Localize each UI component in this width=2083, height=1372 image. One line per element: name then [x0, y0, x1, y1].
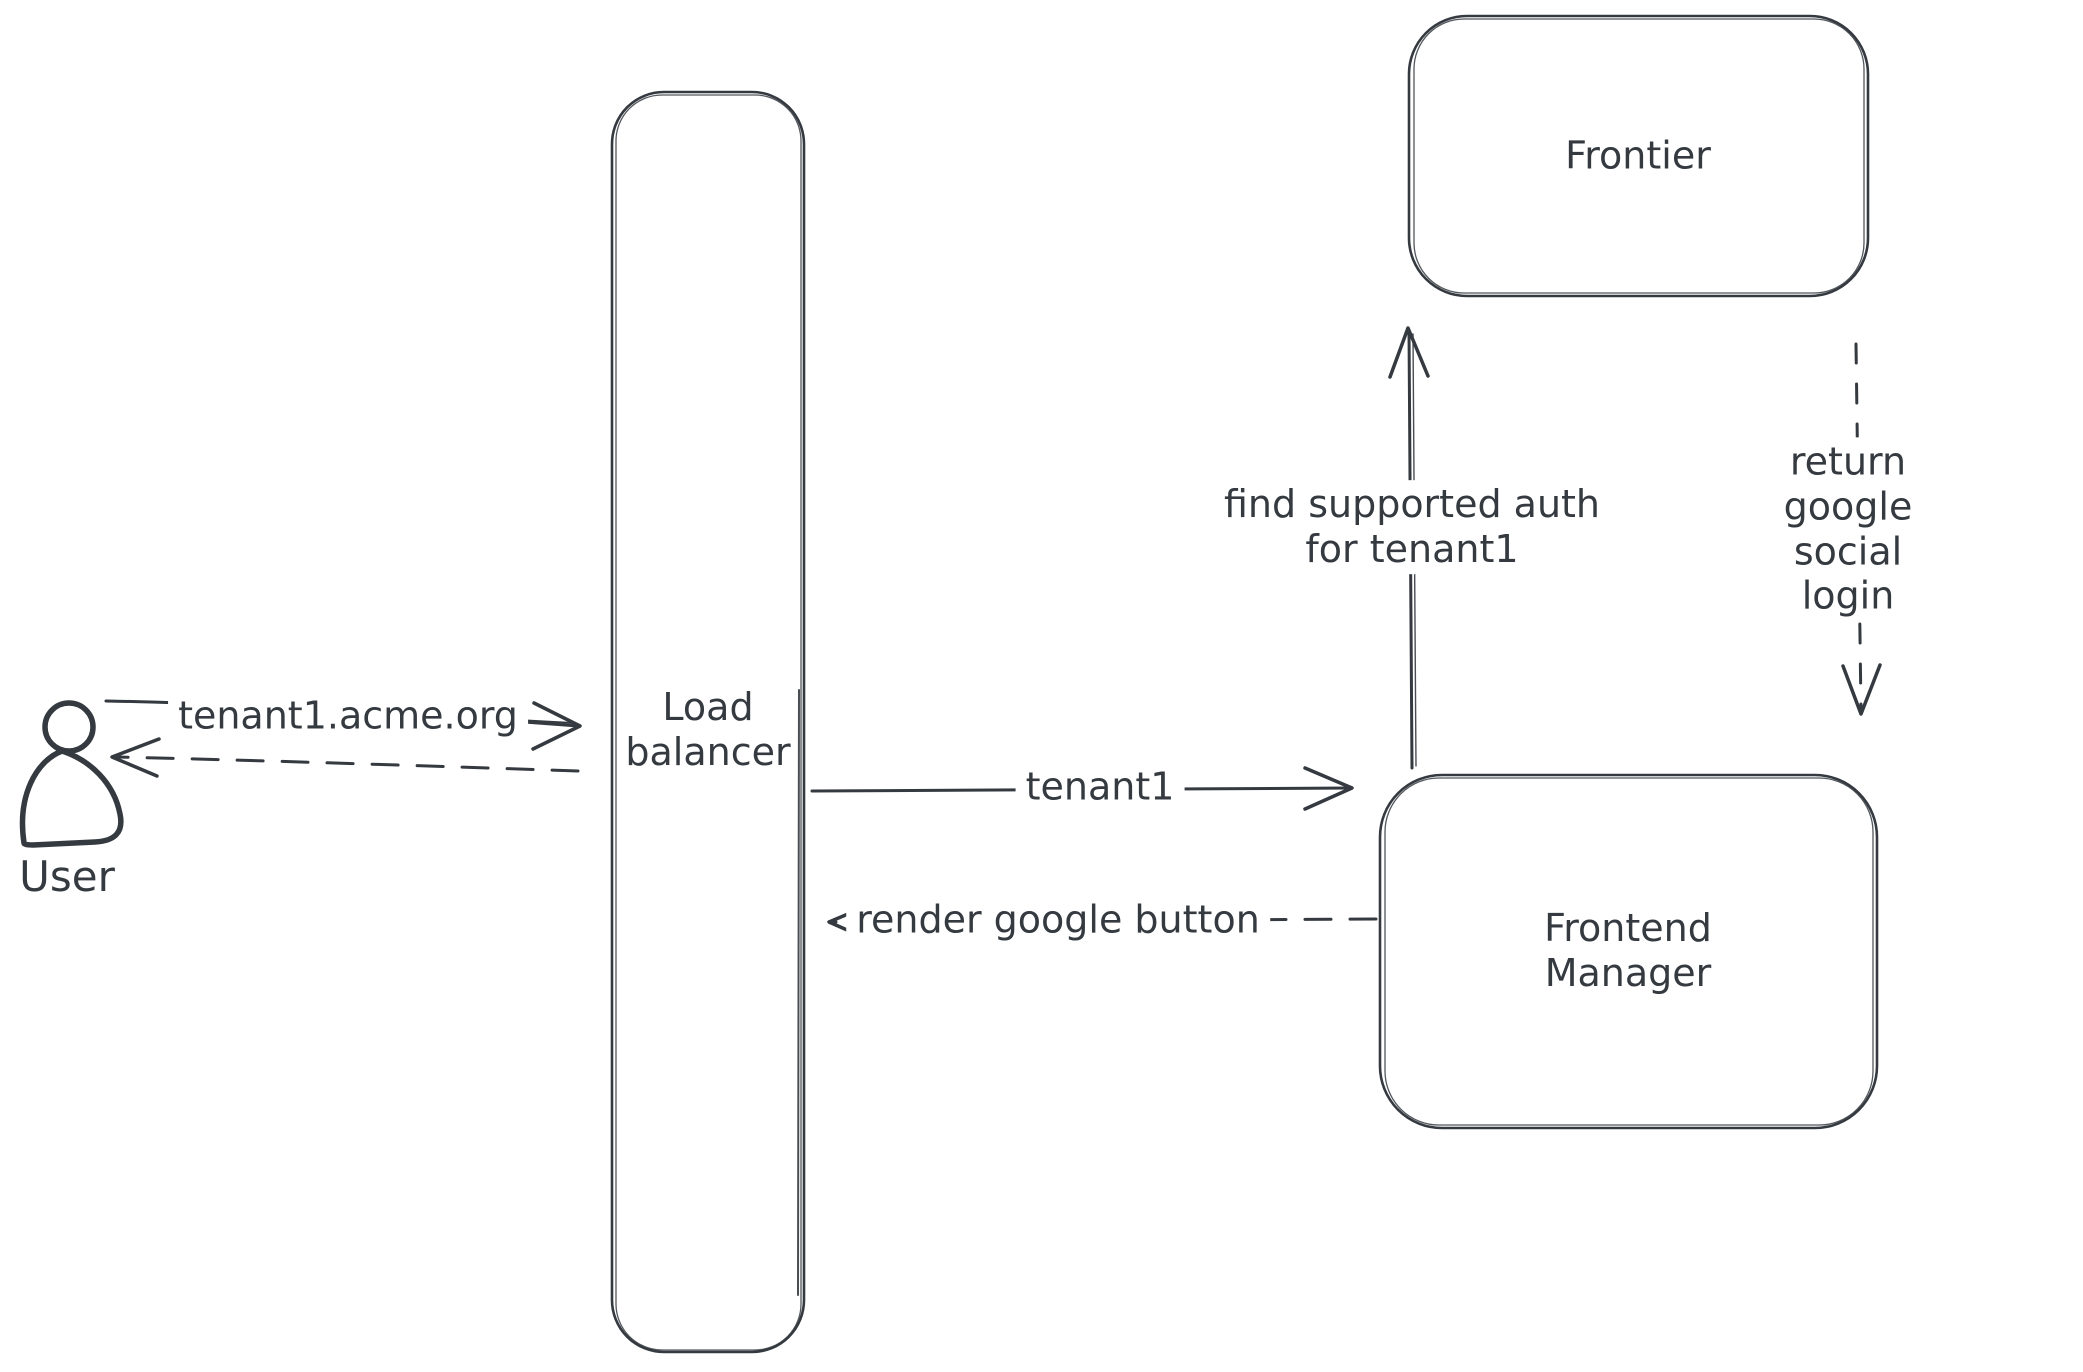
edge-label-render-button: render google button	[846, 895, 1270, 945]
frontend-manager-label: Frontend Manager	[1544, 906, 1712, 995]
user-icon	[19, 700, 124, 848]
edge-label-return-login: return google social login	[1730, 437, 1966, 621]
load-balancer-label: Load balancer	[625, 685, 791, 774]
frontend-manager-box	[1378, 773, 1879, 1130]
frontier-box	[1407, 14, 1870, 298]
edge-label-forward-tenant: tenant1	[1015, 762, 1185, 812]
load-balancer-box	[610, 90, 806, 1354]
edge-label-find-auth: find supported auth for tenant1	[1213, 480, 1611, 574]
user-label: User	[19, 852, 115, 902]
frontier-label: Frontier	[1565, 133, 1711, 178]
arrow-return-login	[1841, 342, 1882, 716]
edge-label-request-domain: tenant1.acme.org	[168, 691, 528, 741]
arrow-response-to-user	[110, 737, 580, 778]
